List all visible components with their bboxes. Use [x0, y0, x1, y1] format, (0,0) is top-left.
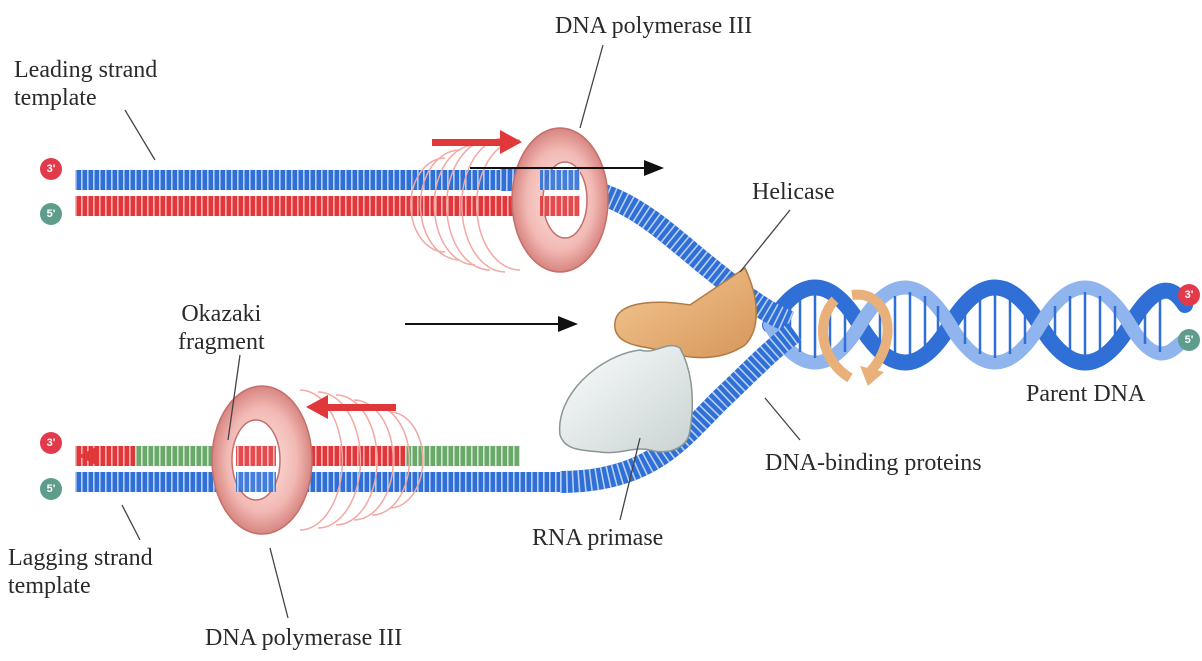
helicase-shape — [615, 268, 756, 358]
label-leading-line2: template — [14, 84, 157, 112]
label-okazaki-line1: Okazaki — [178, 300, 265, 328]
label-leading-line1: Leading strand — [14, 56, 157, 84]
label-helicase: Helicase — [752, 178, 835, 206]
label-lagging-line1: Lagging strand — [8, 544, 153, 572]
lagging-template-strand — [75, 472, 565, 492]
label-okazaki-fragment: Okazaki fragment — [178, 300, 265, 356]
lagging-5prime-marker: 5' — [40, 478, 62, 500]
parent-5prime-marker: 5' — [1178, 329, 1200, 351]
label-lagging-strand-template: Lagging strand template — [8, 544, 153, 600]
rna-primer-left — [135, 446, 220, 466]
label-parent-dna: Parent DNA — [1026, 380, 1145, 408]
leading-new-strand — [75, 196, 545, 216]
label-dna-binding-proteins: DNA-binding proteins — [765, 449, 982, 477]
label-dna-polymerase-bottom: DNA polymerase III — [205, 624, 402, 652]
leading-3prime-marker: 3' — [40, 158, 62, 180]
leading-synthesis-arrow — [432, 130, 522, 154]
label-okazaki-line2: fragment — [178, 328, 265, 356]
parent-3prime-marker: 3' — [1178, 284, 1200, 306]
label-rna-primase: RNA primase — [532, 524, 663, 552]
rna-primase-shape — [560, 346, 693, 453]
label-dna-polymerase-top: DNA polymerase III — [555, 12, 752, 40]
label-leading-strand-template: Leading strand template — [14, 56, 157, 112]
label-lagging-line2: template — [8, 572, 153, 600]
lagging-3prime-marker: 3' — [40, 432, 62, 454]
leading-5prime-marker: 5' — [40, 203, 62, 225]
